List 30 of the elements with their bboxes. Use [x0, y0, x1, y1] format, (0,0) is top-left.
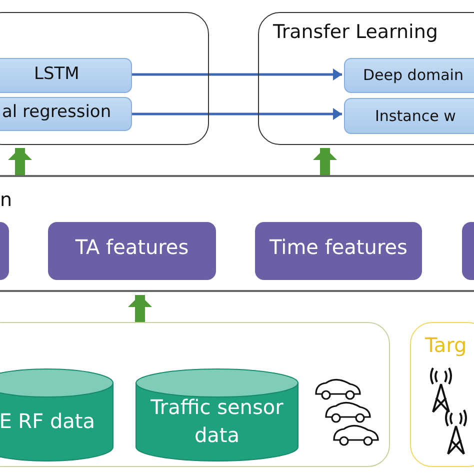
- method-box: [0, 58, 132, 93]
- method-label: al regression: [2, 102, 112, 122]
- feature-box: [48, 222, 216, 280]
- feature-label: TA features: [74, 235, 190, 259]
- method-box: [0, 97, 132, 131]
- method-label: Deep domain: [363, 66, 464, 84]
- feature-box: [0, 222, 9, 280]
- group-frame: [0, 12, 209, 145]
- feature-label: Time features: [268, 235, 408, 259]
- arrow: [131, 108, 342, 120]
- method-label: LSTM: [34, 64, 80, 84]
- database-cylinder: [0, 369, 113, 461]
- method-box: [344, 98, 474, 134]
- arrow: [131, 68, 342, 80]
- arrow: [313, 148, 337, 175]
- database-cylinder: [136, 369, 298, 461]
- feature-band: [0, 175, 474, 292]
- group-title: Transfer Learning: [273, 21, 438, 43]
- group-title: Targ: [425, 333, 467, 357]
- target-frame: [410, 322, 474, 467]
- database-label: Traffic sensor data: [150, 394, 284, 449]
- data-frame: [0, 322, 390, 467]
- group-title: n: [0, 189, 12, 211]
- group-frame: [258, 12, 474, 145]
- arrow: [8, 148, 32, 175]
- database-label: E RF data: [0, 408, 95, 435]
- feature-box: [255, 222, 422, 280]
- method-label: Instance w: [375, 107, 456, 125]
- arrow: [128, 295, 152, 322]
- method-box: [344, 58, 474, 93]
